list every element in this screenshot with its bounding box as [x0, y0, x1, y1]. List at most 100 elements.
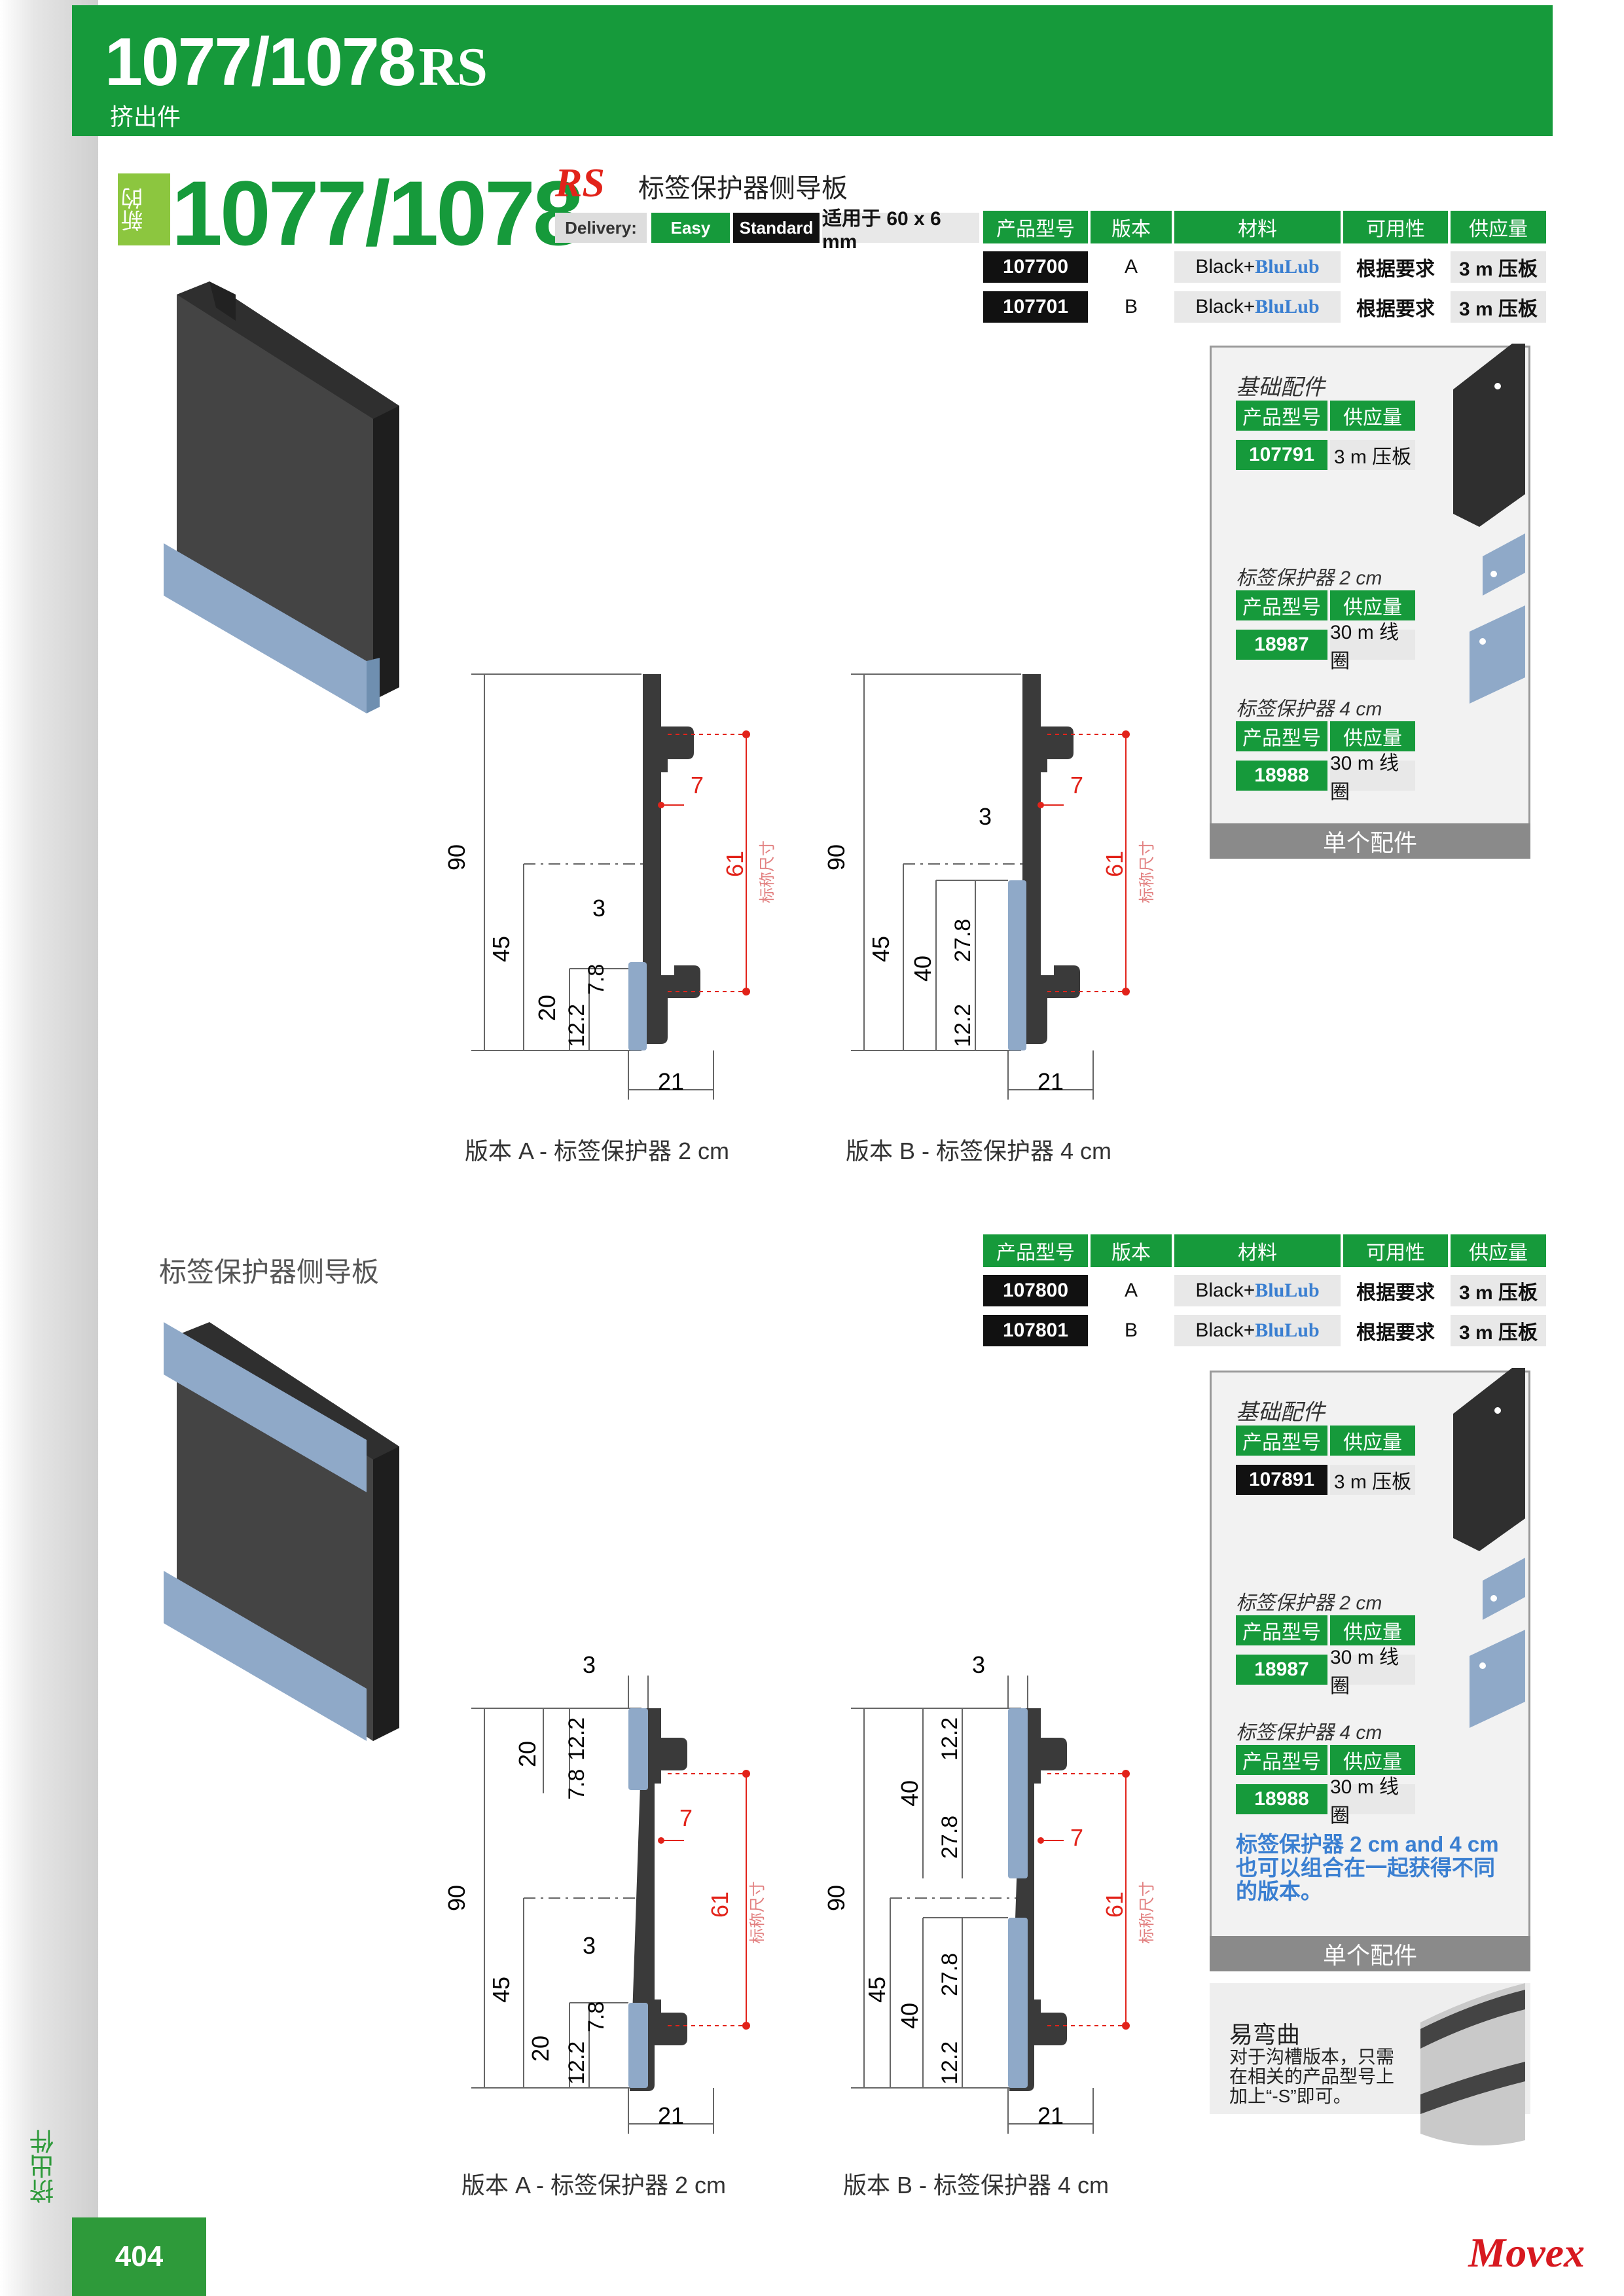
d1-mid: 45: [488, 936, 514, 962]
row2-code: 107701: [983, 291, 1088, 323]
panel2-lp4-h-code: 产品型号: [1236, 1745, 1327, 1775]
panel1-h-code: 产品型号: [1236, 401, 1327, 431]
t2-row2-material: Black+BluLub: [1174, 1315, 1341, 1346]
d3-nom: 61: [706, 1892, 733, 1918]
t2-row1-code: 107800: [983, 1275, 1088, 1306]
row1-material: Black+BluLub: [1174, 251, 1341, 283]
bend-title: 易弯曲: [1229, 2021, 1301, 2048]
panel2-h-code: 产品型号: [1236, 1426, 1327, 1456]
panel2-base-qty: 3 m 压板: [1330, 1465, 1415, 1495]
d4-t: 3: [972, 1651, 985, 1678]
d4-slot: 7: [1070, 1824, 1083, 1851]
d3-slot: 7: [679, 1804, 693, 1831]
rs-logo: RS: [555, 161, 605, 206]
row1-supply: 3 m 压板: [1451, 251, 1546, 283]
d2-slot: 7: [1070, 772, 1083, 798]
d3-w: 21: [658, 2102, 684, 2129]
panel2-lp2-h-code: 产品型号: [1236, 1615, 1327, 1645]
caption-1: 版本 A - 标签保护器 2 cm: [465, 1138, 730, 1164]
side-label: 挤出件: [31, 2129, 58, 2204]
bend-image: [1420, 1983, 1525, 2145]
d4-a: 12.2: [937, 2041, 962, 2085]
panel2-base-title: 基础配件: [1236, 1400, 1325, 1425]
panel1-base-code: 107791: [1236, 440, 1327, 470]
row1-availability: 根据要求: [1343, 251, 1448, 283]
diagram-version-a-top: 90 45 20 12.2 7.8 3 21 7 61 标称尺寸: [443, 673, 776, 1100]
panel2-footer: 单个配件: [1210, 1936, 1530, 1971]
d2-a: 12.2: [950, 1004, 975, 1047]
panel1-lp2-title: 标签保护器 2 cm: [1236, 567, 1382, 589]
t2-row1-material: Black+BluLub: [1174, 1275, 1341, 1306]
header-bar: [72, 5, 1553, 136]
d1-low: 20: [533, 995, 560, 1021]
d4-top-b: 27.8: [937, 1816, 962, 1859]
section2-title: 标签保护器侧导板: [159, 1257, 380, 1287]
sidebar: [0, 0, 98, 2296]
d3-h: 90: [443, 1885, 470, 1911]
panel2-base-thumb: [1453, 1368, 1525, 1551]
caption-4: 版本 B - 标签保护器 4 cm: [843, 2172, 1110, 2198]
row2-availability: 根据要求: [1343, 291, 1448, 323]
t2-row1-version: A: [1091, 1275, 1172, 1306]
t2-row2-availability: 根据要求: [1343, 1315, 1448, 1346]
caption-2: 版本 B - 标签保护器 4 cm: [846, 1138, 1112, 1164]
d4-h: 90: [823, 1885, 850, 1911]
t2-row1-supply: 3 m 压板: [1451, 1275, 1546, 1306]
diagram-version-b-bottom: 90 45 40 12.2 27.8 40 12.2 27.8 3 21 7 6…: [823, 1651, 1156, 2134]
d4-w: 21: [1038, 2102, 1064, 2129]
d2-b: 27.8: [950, 919, 975, 962]
d2-nom-label: 标称尺寸: [1138, 840, 1156, 903]
d2-h: 90: [823, 844, 850, 870]
th-supply: 供应量: [1451, 211, 1546, 243]
panel1-lp4-qty: 30 m 线圈: [1330, 753, 1415, 803]
th-code: 产品型号: [983, 211, 1088, 243]
t2-row2-code: 107801: [983, 1315, 1088, 1346]
panel2-lp2-qty: 30 m 线圈: [1330, 1647, 1415, 1697]
t2-th-material: 材料: [1174, 1234, 1341, 1267]
panel1-lp4-thumb: [1470, 605, 1525, 704]
delivery-label: Delivery:: [555, 213, 647, 243]
d3-mid: 45: [488, 1977, 514, 2003]
th-material: 材料: [1174, 211, 1341, 243]
row1-version: A: [1091, 251, 1172, 283]
row1-code: 107700: [983, 251, 1088, 283]
d1-h: 90: [443, 844, 470, 870]
d2-mid: 45: [867, 936, 894, 962]
product-image-2: [164, 1322, 399, 1741]
th-availability: 可用性: [1343, 211, 1448, 243]
panel1-base-thumb: [1453, 344, 1525, 527]
page-subtitle: 挤出件: [110, 103, 181, 130]
t2-th-supply: 供应量: [1451, 1234, 1546, 1267]
panel1-lp2-thumb: [1483, 533, 1525, 596]
d4-top-a: 12.2: [937, 1717, 962, 1761]
d4-b: 27.8: [937, 1953, 962, 1996]
page-title: 1077/1078RS: [105, 24, 488, 101]
row2-material: Black+BluLub: [1174, 291, 1341, 323]
caption-3: 版本 A - 标签保护器 2 cm: [461, 2172, 727, 2198]
d1-a: 12.2: [564, 1004, 589, 1047]
panel1-base-qty: 3 m 压板: [1330, 440, 1415, 470]
panel1-lp2-qty: 30 m 线圈: [1330, 622, 1415, 672]
t2-th-version: 版本: [1091, 1234, 1172, 1267]
title-main: 1077/1078: [105, 24, 416, 100]
panel2-lp4-h-qty: 供应量: [1330, 1745, 1415, 1775]
panel2-lp4-title: 标签保护器 4 cm: [1236, 1722, 1382, 1744]
d4-top: 40: [896, 1780, 923, 1806]
t2-row2-version: B: [1091, 1315, 1172, 1346]
d4-mid: 45: [863, 1977, 890, 2003]
th-version: 版本: [1091, 211, 1172, 243]
standard-badge: Standard: [733, 213, 820, 243]
title-suffix: RS: [418, 37, 488, 98]
d1-t: 3: [592, 895, 605, 922]
panel1-base-title: 基础配件: [1236, 375, 1325, 400]
new-badge: 新的: [118, 173, 170, 245]
easy-badge: Easy: [651, 213, 730, 243]
d3-t-top: 3: [583, 1651, 596, 1678]
bend-text: 对于沟槽版本，只需在相关的产品型号上加上“-S”即可。: [1229, 2047, 1395, 2106]
d3-top: 20: [514, 1741, 541, 1767]
d1-b: 7.8: [584, 964, 609, 995]
panel2-h-qty: 供应量: [1330, 1426, 1415, 1456]
panel1-lp4-h-qty: 供应量: [1330, 721, 1415, 751]
d3-top-b: 7.8: [564, 1769, 589, 1800]
d2-w: 21: [1038, 1068, 1064, 1095]
